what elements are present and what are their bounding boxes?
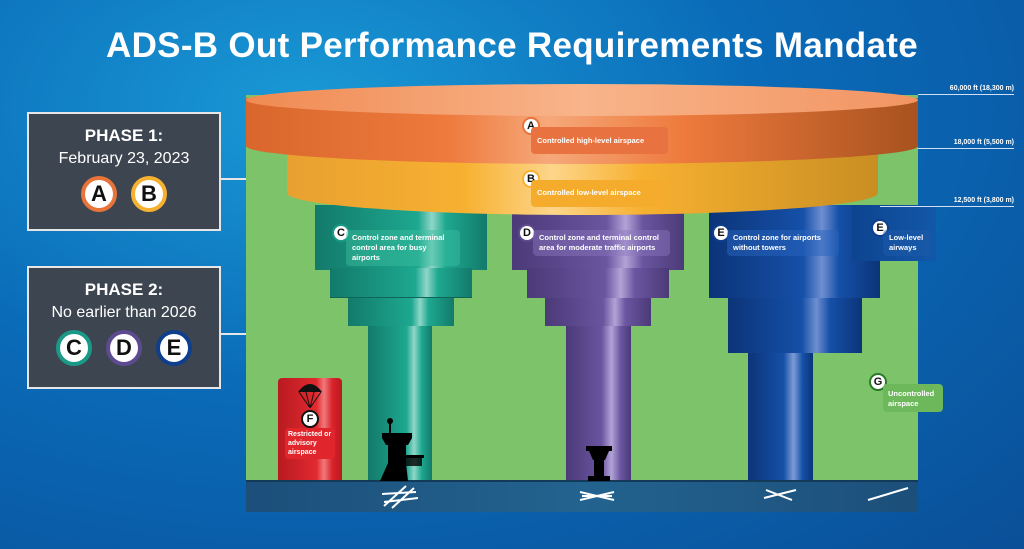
label-a: Controlled high-level airspace xyxy=(531,127,668,154)
label-e-airways: Low-level airways xyxy=(883,230,931,256)
badge-e-airways-marker: E xyxy=(871,219,889,237)
badge-f-marker: F xyxy=(301,410,319,428)
connector-line xyxy=(221,333,261,335)
label-f: Restricted or advisory airspace xyxy=(285,428,335,459)
runway-icon-untowered xyxy=(763,489,797,501)
altitude-18000: 18,000 ft (5,500 m) xyxy=(918,139,1014,149)
runway-icon-uncontrolled xyxy=(867,487,909,501)
altitude-60000: 60,000 ft (18,300 m) xyxy=(918,85,1014,95)
label-b: Controlled low-level airspace xyxy=(531,180,668,207)
phase-2-heading: PHASE 2: xyxy=(84,280,164,299)
altitude-12500: 12,500 ft (3,800 m) xyxy=(880,197,1014,207)
badge-d-marker: D xyxy=(518,224,536,242)
badge-b: B xyxy=(131,176,167,212)
small-control-tower-icon xyxy=(586,446,612,481)
badge-c-marker: C xyxy=(332,224,350,242)
connector-line xyxy=(221,178,261,180)
badge-d: D xyxy=(106,330,142,366)
badge-g-marker: G xyxy=(869,373,887,391)
badge-a: A xyxy=(81,176,117,212)
label-e: Control zone for airports without towers xyxy=(727,230,839,256)
label-d: Control zone and terminal control area f… xyxy=(533,230,670,256)
badge-c: C xyxy=(56,330,92,366)
large-control-tower-icon xyxy=(380,418,424,481)
phase-1-date: February 23, 2023 xyxy=(58,150,190,167)
page-title: ADS-B Out Performance Requirements Manda… xyxy=(106,26,918,65)
phase-1-heading: PHASE 1: xyxy=(84,126,164,145)
phase-2-date: No earlier than 2026 xyxy=(51,304,197,321)
runway-icon-moderate xyxy=(579,491,615,501)
label-g: Uncontrolled airspace xyxy=(883,384,943,412)
label-c: Control zone and terminal control area f… xyxy=(346,230,460,266)
airspace-a-top xyxy=(246,84,918,116)
runway-icon-busy xyxy=(381,485,419,509)
badge-e: E xyxy=(156,330,192,366)
parachute-icon xyxy=(298,384,322,409)
